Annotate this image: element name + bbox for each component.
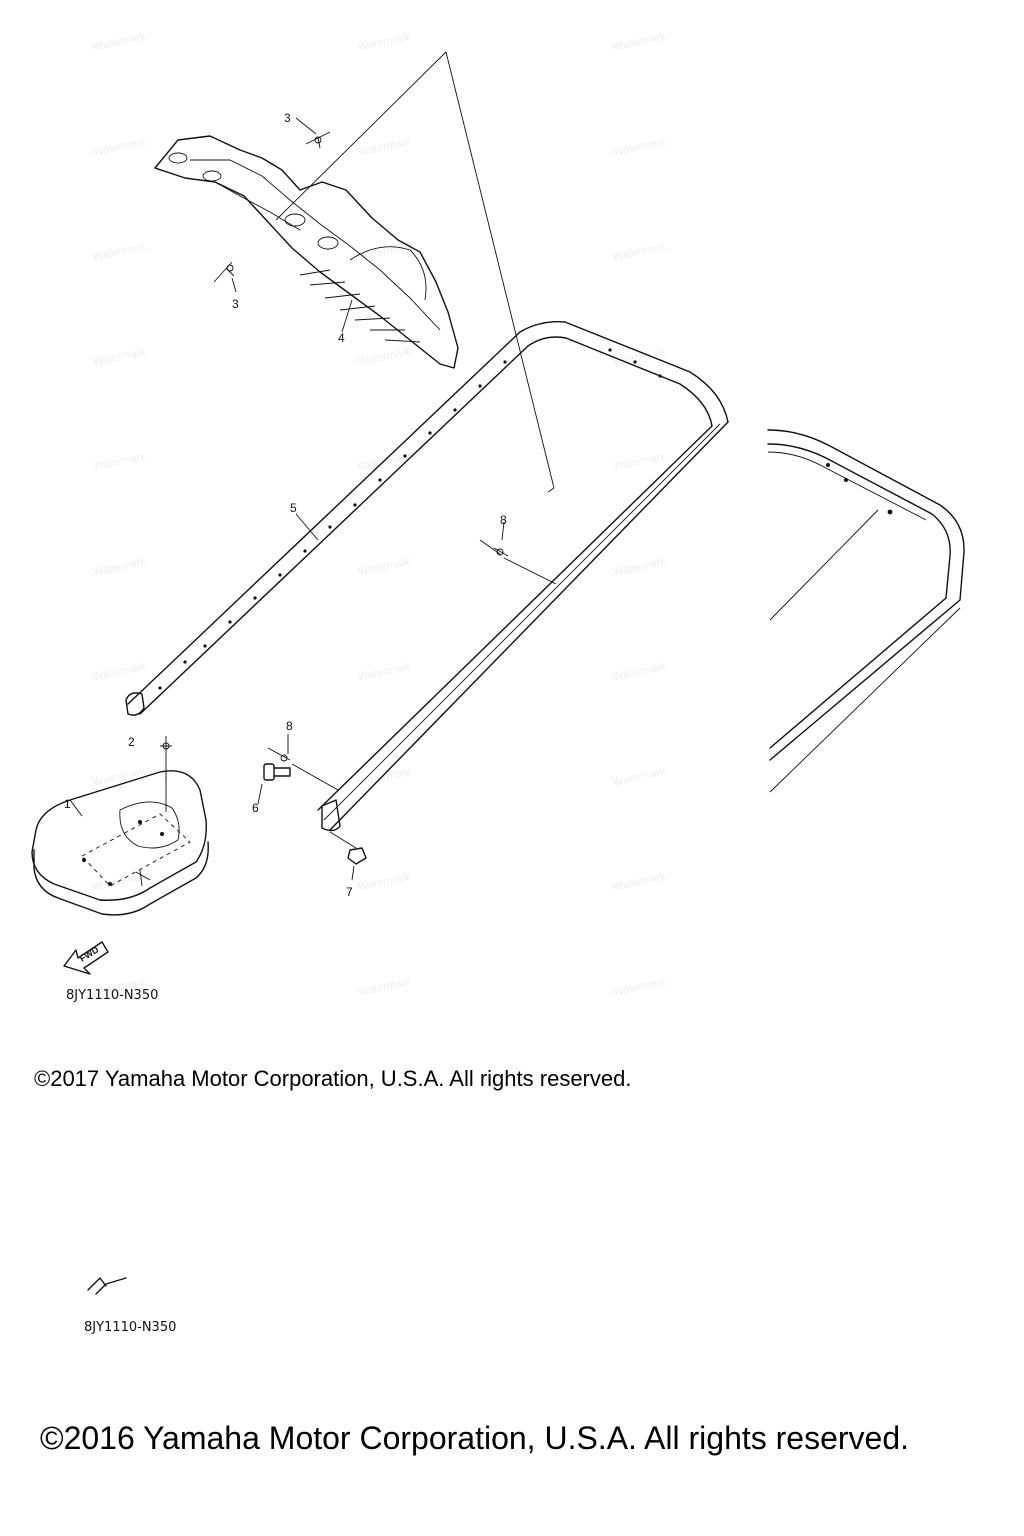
watermark-text: Watermark <box>612 451 667 474</box>
copyright-2017: ©2017 Yamaha Motor Corporation, U.S.A. A… <box>34 1066 632 1091</box>
part-5-rail[interactable] <box>125 321 729 832</box>
watermark-text: Watermark <box>92 556 147 579</box>
watermark-text: Watermark <box>92 451 147 474</box>
watermark-text: Watermark <box>612 766 667 789</box>
watermark-text: Watermark <box>612 136 667 159</box>
callout-4: 4 <box>338 331 345 345</box>
part-6-bolt[interactable] <box>263 763 291 781</box>
callout-3-upper: 3 <box>284 111 291 125</box>
fwd-arrow-partial-icon <box>87 1277 127 1295</box>
watermark-text: Watermark <box>357 346 412 369</box>
callout-6: 6 <box>252 801 259 815</box>
watermark-text: Watermark <box>357 871 412 894</box>
callout-3-lower: 3 <box>232 297 239 311</box>
watermark-text: Watermark <box>612 871 667 894</box>
watermark-text: Watermark <box>357 31 412 54</box>
watermark-text: Watermark <box>612 556 667 579</box>
callout-7: 7 <box>346 885 353 899</box>
watermark-text: Watermark <box>357 661 412 684</box>
copyright-2016: ©2016 Yamaha Motor Corporation, U.S.A. A… <box>40 1420 910 1456</box>
watermark-text: Watermark <box>612 661 667 684</box>
watermark-text: Watermark <box>92 31 147 54</box>
watermark-text: Watermark <box>92 346 147 369</box>
part-8-rivet-lower[interactable] <box>267 747 291 762</box>
watermark-text: Watermark <box>612 241 667 264</box>
frame-partial-right <box>767 429 965 793</box>
diagram-code-lower: 8JY1110-N350 <box>84 1320 177 1335</box>
watermark-text: Watermark <box>357 976 412 999</box>
part-7-nut[interactable] <box>347 847 367 865</box>
watermark-text: Watermark <box>612 346 667 369</box>
watermark-text: Watermark <box>357 136 412 159</box>
fwd-label: FWD <box>78 944 101 964</box>
diagram-code-upper: 8JY1110-N350 <box>66 988 159 1003</box>
rail-holes <box>158 348 662 690</box>
callout-labels: 1 2 3 3 4 5 6 7 8 8 <box>64 111 507 899</box>
part-3-rivet-lower[interactable] <box>213 261 235 283</box>
part-2-rivet[interactable] <box>160 736 172 780</box>
part-3-rivet-upper[interactable] <box>305 131 331 149</box>
watermark-text: Watermark <box>357 556 412 579</box>
fwd-arrow-icon: FWD <box>63 941 109 975</box>
callout-2: 2 <box>128 735 135 749</box>
watermark-text: Watermark <box>92 136 147 159</box>
watermark-text: Watermark <box>92 241 147 264</box>
watermark-text: Watermark <box>612 976 667 999</box>
callout-5: 5 <box>290 501 297 515</box>
callout-8-upper: 8 <box>500 513 507 527</box>
callout-8-lower: 8 <box>286 719 293 733</box>
watermark-text: Watermark <box>92 661 147 684</box>
part-4-cover[interactable] <box>154 135 459 369</box>
leader-lines <box>69 51 557 881</box>
watermark-text: Watermark <box>357 451 412 474</box>
watermark-text: Watermark <box>612 31 667 54</box>
callout-1: 1 <box>64 797 71 811</box>
watermark-text: Watermark <box>357 766 412 789</box>
part-8-rivet-upper[interactable] <box>479 539 509 557</box>
part-1-pad[interactable] <box>31 770 209 916</box>
